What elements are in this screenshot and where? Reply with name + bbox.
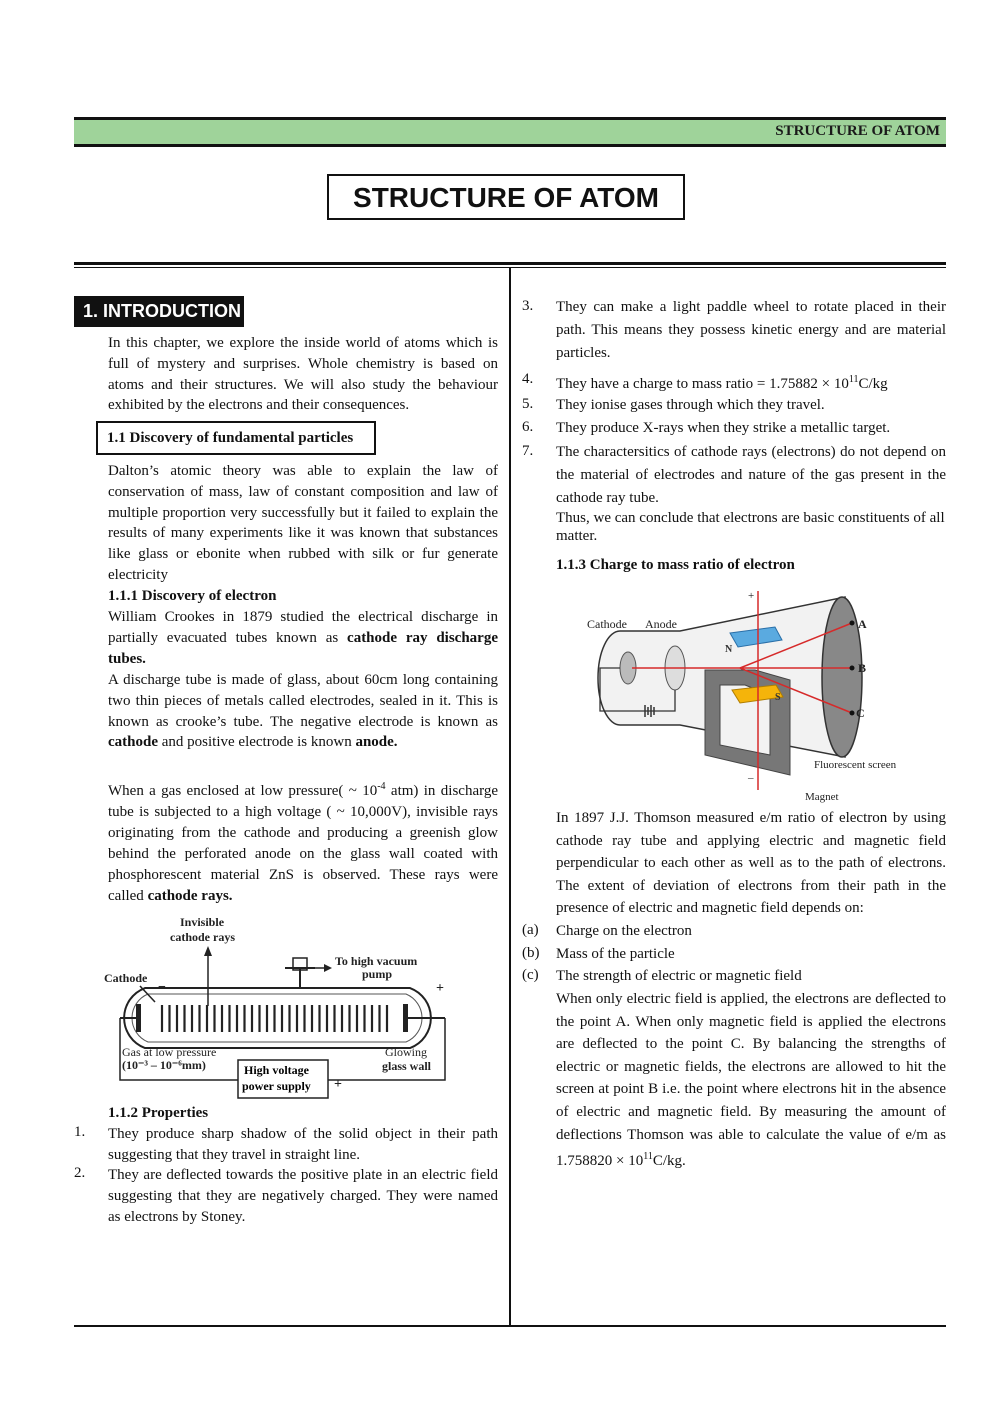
factor-b-num: (b) (522, 945, 540, 961)
property-4-num: 4. (522, 371, 534, 387)
fig1-plus-right: + (436, 981, 444, 996)
fig1-label-cathode: Cathode (104, 971, 148, 985)
property-2-num: 2. (74, 1165, 86, 1181)
property-2-text: They are deflected towards the positive … (108, 1167, 498, 1225)
fig1-label-glow2: glass wall (382, 1059, 432, 1073)
property-5-text: They ionise gases through which they tra… (556, 397, 825, 413)
wire-positive (328, 1018, 446, 1081)
tube-text-2: and positive electrode is known (158, 734, 356, 751)
fig2-label-s: S (775, 692, 781, 703)
crookes-paragraph: William Crookes in 1879 studied the elec… (108, 607, 498, 669)
subsection-heading-1-1: 1.1 Discovery of fundamental particles (96, 421, 376, 455)
property-6-num: 6. (522, 419, 534, 435)
top-rule-thin (74, 267, 946, 268)
fig2-label-magnet: Magnet (805, 791, 839, 803)
factor-b-text: Mass of the particle (556, 946, 675, 962)
cathode-rays-paragraph: When a gas enclosed at low pressure( ~ 1… (108, 776, 498, 907)
electron-conclusion: Thus, we can conclude that electrons are… (556, 510, 945, 544)
property-3-text: They can make a light paddle wheel to ro… (556, 299, 946, 361)
rays-sup: -4 (377, 781, 386, 792)
rays-text-2: atm) in discharge tube is subjected to a… (108, 783, 498, 904)
column-divider (509, 268, 511, 1326)
property-4-text: They have a charge to mass ratio = 1.758… (556, 374, 888, 392)
property-3-num: 3. (522, 298, 534, 314)
dalton-paragraph: Dalton’s atomic theory was able to expla… (108, 463, 498, 583)
property-7-text: The charactersitics of cathode rays (ele… (556, 444, 946, 506)
tube-bold-anode: anode. (355, 734, 398, 751)
beam-to-c (739, 667, 853, 714)
subsection-heading-1-1-3: 1.1.3 Charge to mass ratio of electron (556, 557, 795, 573)
battery-icon (644, 705, 655, 717)
intro-paragraph: In this chapter, we explore the inside w… (108, 335, 498, 414)
wire-negative (119, 1018, 238, 1081)
fig2-label-cathode: Cathode (587, 617, 627, 631)
cathode-plate (136, 1004, 141, 1032)
rays-bold: cathode rays. (147, 888, 233, 904)
fig2-label-a: A (858, 617, 867, 631)
subsection-heading-1-1-1: 1.1.1 Discovery of electron (108, 588, 277, 604)
fig2-label-minus: – (747, 772, 754, 784)
thomson-apparatus-figure: Cathode Anode A B C N S + – Fluorescent … (587, 590, 897, 803)
rays-text-1: When a gas enclosed at low pressure( ~ 1… (108, 783, 378, 799)
property-5-num: 5. (522, 396, 534, 412)
glass-tube (123, 987, 432, 1049)
fig2-label-anode: Anode (645, 617, 677, 631)
thomson-paragraph: In 1897 J.J. Thomson measured e/m ratio … (556, 810, 946, 917)
bottom-rule (74, 1325, 946, 1327)
factor-a-num: (a) (522, 922, 539, 938)
circuit-wire (599, 667, 676, 712)
anode-plate (403, 1004, 408, 1032)
fig2-label-screen: Fluorescent screen (814, 759, 897, 771)
fig1-plus: + (334, 1077, 342, 1092)
fig2-label-c: C (856, 706, 865, 720)
top-rule (74, 262, 946, 265)
power-supply-box (237, 1059, 329, 1099)
fig1-label-gas2: (10⁻³ – 10⁻⁶mm) (122, 1058, 206, 1072)
svg-text:High voltage: High voltage (244, 1063, 310, 1077)
fig1-label-vacuum1: To high vacuum (335, 954, 417, 968)
fig2-label-plus: + (748, 590, 754, 602)
tube-text-1: A discharge tube is made of glass, about… (108, 672, 498, 730)
property-7-num: 7. (522, 443, 534, 459)
subsection-heading-1-1-2: 1.1.2 Properties (108, 1105, 209, 1121)
crookes-bold: cathode ray discharge tubes. (108, 629, 498, 667)
section-heading-introduction: 1. INTRODUCTION (74, 296, 244, 327)
chapter-title: STRUCTURE OF ATOM (327, 174, 685, 220)
tube-bold-cathode: cathode (108, 734, 158, 751)
stopcock (292, 957, 308, 971)
positive-plate (729, 626, 783, 648)
discharge-tube-figure: Invisible cathode rays To high vacuum pu… (104, 915, 446, 1099)
deflection-paragraph: When only electric field is applied, the… (556, 991, 946, 1170)
crookes-text: William Crookes in 1879 studied the elec… (108, 609, 498, 646)
factor-c-num: (c) (522, 967, 539, 983)
cathode-ray-stripes (160, 1005, 389, 1032)
fig1-label-invisible: Invisible (180, 915, 225, 929)
running-header-text: STRUCTURE OF ATOM (775, 123, 940, 139)
fig1-label-cathode-rays: cathode rays (170, 930, 235, 944)
running-header-band: STRUCTURE OF ATOM (74, 117, 946, 147)
fluorescent-screen (821, 596, 863, 758)
property-6-text: They produce X-rays when they strike a m… (556, 420, 891, 436)
property-1-text: They produce sharp shadow of the solid o… (108, 1126, 498, 1163)
factor-a-text: Charge on the electron (556, 923, 692, 939)
beam-to-a (739, 622, 853, 669)
svg-text:power supply: power supply (242, 1079, 311, 1093)
fig2-label-n: N (725, 644, 733, 655)
glass-tube-inner (131, 993, 423, 1043)
factor-c-text: The strength of electric or magnetic fie… (556, 968, 802, 984)
property-1-num: 1. (74, 1124, 86, 1140)
fig1-label-vacuum2: pump (362, 967, 392, 981)
fig2-label-b: B (858, 661, 866, 675)
discharge-tube-paragraph: A discharge tube is made of glass, about… (108, 670, 498, 753)
